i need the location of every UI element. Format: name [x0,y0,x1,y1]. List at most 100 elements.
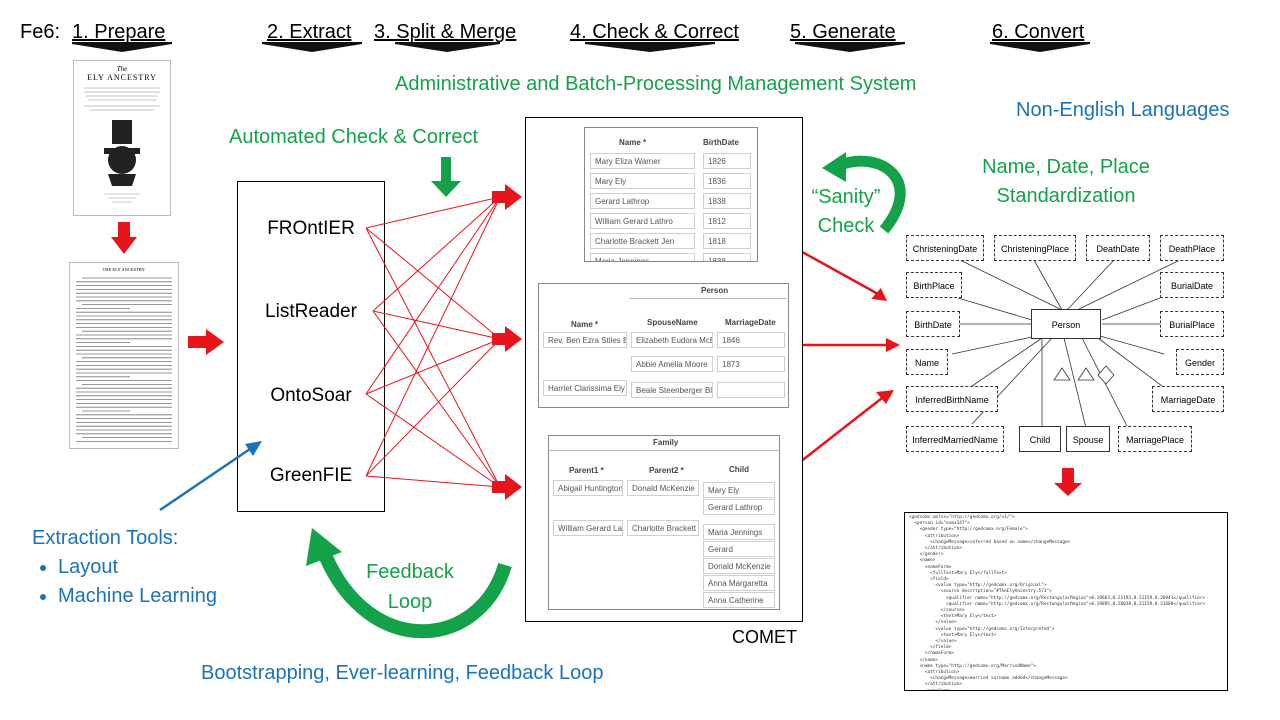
table-cell-birthdate[interactable]: 1838 [703,253,751,261]
table-cell-spouse[interactable]: Beale Steenberger Bla [631,382,713,398]
stage-prefix: Fe6: [20,21,61,43]
tool-greenfie[interactable]: GreenFIE [269,465,353,486]
table-cell-spouse[interactable]: Abbie Amelia Moore [631,356,713,372]
chevron-prepare-icon [72,42,172,52]
name-date-place-label: Name, Date, Place Standardization [982,156,1150,207]
book-title-big: Ely Ancestry [87,73,157,82]
table-cell-child[interactable]: Gerard Lathrop [703,499,775,515]
stage-convert: 6. Convert [992,21,1085,43]
chevron-split-icon [395,42,500,52]
comet-label: COMET [732,627,797,647]
table-cell-birthdate[interactable]: 1812 [703,213,751,229]
stage-split-merge: 3. Split & Merge [374,21,517,43]
xml-line: </attribution> [909,546,962,552]
table-cell-marriage-date[interactable]: 1873 [717,356,785,372]
table-cell-name[interactable]: Maria Jennings [590,253,695,261]
chevron-generate-icon [795,42,905,52]
xml-line: <changeMessage>married surname added</ch… [909,676,1068,682]
xml-line: <gedcomx xmlns="http://gedcomx.org/v1/"> [909,515,1015,520]
stage-chevrons [72,42,1090,52]
table-cell-child[interactable]: Mary Ely [703,482,775,498]
table-cell-birthdate[interactable]: 1826 [703,153,751,169]
table-cell-marriage-date[interactable] [717,382,785,398]
extraction-tools-title: Extraction Tools: [32,527,179,549]
sanity-curved-arrow [838,155,906,234]
extraction-item-ml: Machine Learning [58,582,217,611]
xml-line: </gender> [909,552,944,558]
xml-line: </field> [909,645,952,651]
table-cell-child[interactable]: Anna Catherine [703,592,775,608]
chevron-extract-icon [262,42,362,52]
table-cell-spouse[interactable]: Elizabeth Eudora McE [631,332,713,348]
chevron-check-icon [585,42,715,52]
prepare-down-arrow [111,222,137,254]
xml-line: </name> [909,657,939,663]
table-cell-marriage-date[interactable]: 1846 [717,332,785,348]
bootstrapping-label: Bootstrapping, Ever-learning, Feedback L… [201,662,604,684]
sanity-check-label: “Sanity” Check [811,186,881,237]
xml-line: <value type="http://gedcomx.org/Interpre… [909,626,1055,632]
uml-christening-place: ChristeningPlace [994,235,1076,261]
xml-line: <source description="#TheElyAncestry.573… [909,589,1052,595]
xml-line: <qualifier name="http://gedcomx.org/Rect… [909,595,1206,601]
uml-birth-place: BirthPlace [906,272,962,298]
uml-birth-date: BirthDate [906,311,960,337]
tool-ontosoar[interactable]: OntoSoar [270,385,352,406]
xml-line: <gender type="http://gedcomx.org/Female"… [909,527,1028,533]
table-cell-name[interactable]: Harriet Clarissima Ely [543,380,627,396]
table-cell-child[interactable]: Anna Margaretta [703,575,775,591]
table-cell-child[interactable]: Maria Jennings [703,524,775,540]
tool-listreader[interactable]: ListReader [265,301,357,322]
table-cell-birthdate[interactable]: 1836 [703,173,751,189]
table-cell-parent2[interactable]: Charlotte Brackett Jen [627,520,699,536]
uml-death-date: DeathDate [1086,235,1150,261]
table-cell-parent1[interactable]: Abigail Huntington Lat [553,480,623,496]
xml-line: <field> [909,577,949,583]
table-cell-child[interactable]: Donald McKenzie [703,558,775,574]
feedback-loop-arrow [318,552,512,639]
xml-line: <text>Mary Ely</text> [909,632,997,638]
xml-line: <qualifier name="http://gedcomx.org/Rect… [909,601,1206,607]
table-cell-name[interactable]: William Gerard Lathro [590,213,695,229]
table-cell-parent1[interactable]: William Gerard Lathro [553,520,623,536]
table-cell-birthdate[interactable]: 1838 [703,193,751,209]
table-cell-name[interactable]: Rev. Ben Ezra Stiles E [543,332,627,348]
table-cell-birthdate[interactable]: 1818 [703,233,751,249]
table-cell-name[interactable]: Charlotte Brackett Jen [590,233,695,249]
xml-text: <gedcomx xmlns="http://gedcomx.org/v1/">… [905,513,1227,690]
uml-ontology-diagram: ChristeningDate ChristeningPlace DeathDa… [902,230,1224,455]
table-cell-name[interactable]: Mary Ely [590,173,695,189]
xml-line: <nameForm> [909,689,1223,690]
book-title-illustration [84,87,160,203]
xml-line: <name type="http://gedcomx.org/MarriedNa… [909,663,1036,669]
book-title-page: The Ely Ancestry [73,60,171,216]
xml-line: <text>Mary Ely</text> [909,614,997,620]
xml-line: <person id="osmx147"> [909,521,970,527]
xml-line: </value> [909,620,957,626]
extraction-tools-list: Extraction Tools: Layout Machine Learnin… [32,524,217,611]
uml-person: Person [1031,309,1101,339]
uml-spouse: Spouse [1066,426,1110,452]
feedback-loop-label: Feedback Loop [366,561,454,613]
merge-arrow-top-icon [492,184,522,210]
table-cell-name[interactable]: Gerard Lathrop [590,193,695,209]
xml-line: </nameForm> [909,651,954,657]
xml-line: </attribution> [909,682,962,688]
tool-frontier[interactable]: FROntIER [267,218,355,239]
stage-extract: 2. Extract [267,21,352,43]
comet-table-person: Person Name * SpouseName MarriageDate Re… [538,283,789,408]
merge-arrow-mid-icon [492,326,522,352]
admin-label: Administrative and Batch-Processing Mana… [395,73,917,95]
table-cell-parent2[interactable]: Donald McKenzie [627,480,699,496]
xml-line: </source> [909,608,965,614]
comet-table-family: Family Parent1 * Parent2 * Child Abigail… [548,435,780,610]
table-cell-child[interactable]: Gerard [703,541,775,557]
xml-line: <attribution> [909,533,960,539]
uml-christening-date: ChristeningDate [906,235,984,261]
table-cell-name[interactable]: Mary Eliza Warner [590,153,695,169]
book-title-small: The [116,65,128,73]
uml-gender: Gender [1176,349,1224,375]
extraction-tools-box: FROntIER ListReader OntoSoar GreenFIE [237,181,385,512]
xml-line: <attribution> [909,670,960,676]
